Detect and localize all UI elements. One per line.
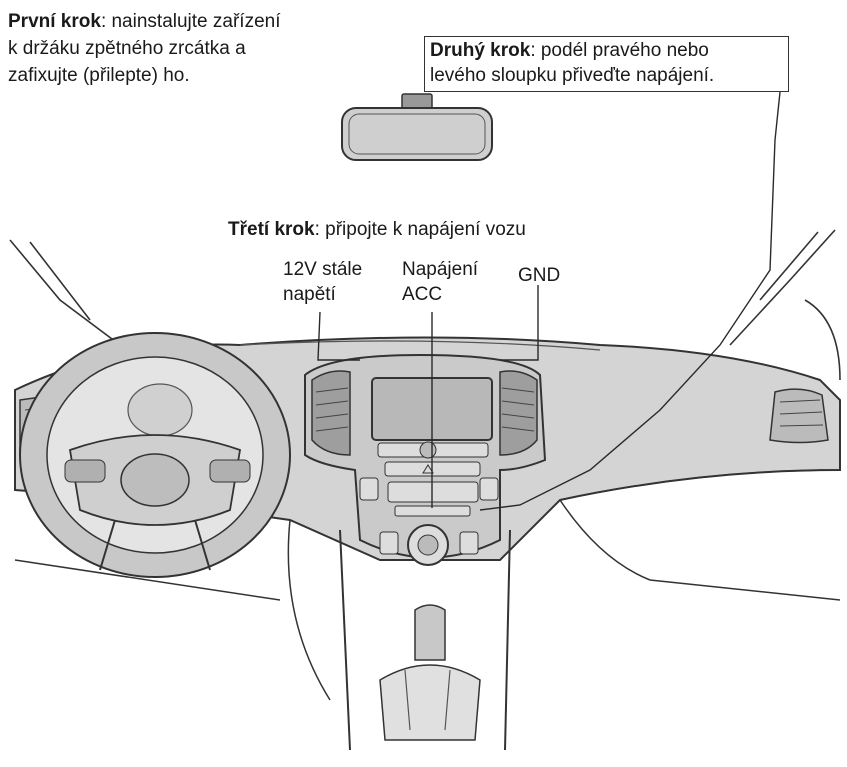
label-12v-line2: napětí	[283, 283, 336, 307]
step1-line2: k držáku zpětného zrcátka a	[8, 37, 246, 61]
right-side-vent	[770, 389, 828, 442]
gear-shifter	[380, 605, 480, 740]
step2-line1: Druhý krok: podél pravého nebo	[430, 39, 709, 63]
step1-line1: První krok: nainstalujte zařízení	[8, 10, 280, 34]
label-12v-line1: 12V stále	[283, 258, 362, 282]
step1-title: První krok	[8, 11, 101, 32]
rearview-mirror	[342, 94, 492, 160]
step2-text: : podél pravého nebo	[530, 40, 709, 61]
label-acc-line1: Napájení	[402, 258, 478, 282]
steering-wheel	[20, 333, 290, 577]
step1-line3: zafixujte (přilepte) ho.	[8, 64, 190, 88]
label-gnd: GND	[518, 264, 560, 288]
step3-line: Třetí krok: připojte k napájení vozu	[228, 218, 526, 242]
step3-title: Třetí krok	[228, 219, 315, 240]
step1-text: : nainstalujte zařízení	[101, 11, 281, 32]
step2-title: Druhý krok	[430, 40, 530, 61]
label-acc-line2: ACC	[402, 283, 442, 307]
step3-text: : připojte k napájení vozu	[315, 219, 526, 240]
step2-line2: levého sloupku přiveďte napájení.	[430, 64, 714, 88]
